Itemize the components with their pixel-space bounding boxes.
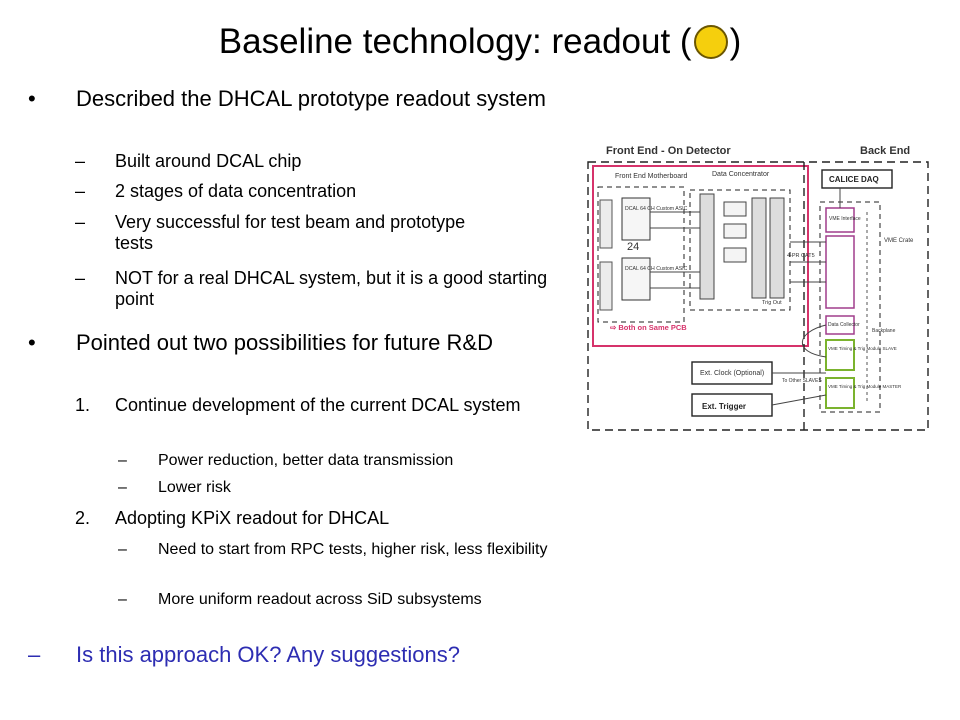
numbered-text: Continue development of the current DCAL… (115, 395, 521, 415)
bullet-marker: • (28, 330, 36, 355)
bullet-text: Pointed out two possibilities for future… (76, 330, 493, 355)
sub-sub-bullet-marker: – (118, 452, 127, 469)
numbered-marker: 1. (75, 395, 91, 415)
sub-bullet: – Very successful for test beam and prot… (75, 212, 465, 253)
sub-sub-bullet: – Lower risk (118, 478, 231, 497)
bullet-text: Described the DHCAL prototype readout sy… (76, 86, 546, 111)
question-marker: – (28, 642, 41, 667)
sub-sub-bullet-marker: – (118, 479, 127, 496)
dcal-chip-1-label: DCAL 64 CH Custom ASIC (625, 206, 688, 212)
sub-bullet-text: Very successful for test beam and protot… (115, 212, 466, 253)
readout-block-diagram: Front End - On Detector Back End Front E… (582, 132, 936, 435)
numbered-marker: 2. (75, 508, 91, 528)
cat5-label: 4-PR CAT5 (787, 253, 815, 259)
sub-bullet-marker: – (75, 212, 86, 232)
question-text: Is this approach OK? Any suggestions? (76, 642, 461, 667)
chip-count: 24 (627, 241, 639, 253)
ext-clock-label: Ext. Clock (Optional) (700, 370, 764, 377)
sub-bullet: – 2 stages of data concentration (75, 181, 356, 202)
title-close-paren: ) (729, 22, 742, 61)
sub-sub-bullet: – Need to start from RPC tests, higher r… (118, 540, 547, 559)
sub-sub-bullet-text: Need to start from RPC tests, higher ris… (158, 541, 548, 558)
diagram-svg: Front End - On Detector Back End Front E… (587, 145, 929, 431)
numbered-text: Adopting KPiX readout for DHCAL (115, 508, 390, 528)
sub-bullet-marker: – (75, 181, 86, 201)
vme-crate-label: VME Crate (884, 238, 914, 244)
both-same-pcb-label: ⇨ Both on Same PCB (610, 323, 687, 332)
sub-bullet-marker: – (75, 268, 86, 288)
sub-bullet-text: Built around DCAL chip (115, 151, 302, 171)
calice-daq-label: CALICE DAQ (829, 175, 879, 184)
slide-title: Baseline technology: readout () (0, 22, 960, 62)
question-line: – Is this approach OK? Any suggestions? (28, 642, 460, 668)
sub-sub-bullet-text: More uniform readout across SiD subsyste… (158, 591, 482, 608)
front-end-label: Front End - On Detector (606, 145, 731, 157)
sub-bullet-text: 2 stages of data concentration (115, 181, 357, 201)
sub-sub-bullet: – More uniform readout across SiD subsys… (118, 590, 482, 609)
sub-bullet: – NOT for a real DHCAL system, but it is… (75, 268, 547, 309)
bullet-marker: • (28, 86, 36, 111)
bullet-2: • Pointed out two possibilities for futu… (28, 330, 493, 356)
ext-trigger-label: Ext. Trigger (702, 402, 746, 411)
motherboard-label: Front End Motherboard (615, 173, 687, 180)
sub-bullet-marker: – (75, 151, 86, 171)
sub-sub-bullet-marker: – (118, 591, 127, 608)
to-other-slaves-label: To Other SLAVES (782, 378, 822, 384)
backplane-label: Backplane (872, 328, 896, 334)
sub-sub-bullet: – Power reduction, better data transmiss… (118, 451, 453, 470)
sub-sub-bullet-text: Lower risk (158, 479, 231, 496)
yellow-dot-icon (693, 25, 728, 59)
back-end-label: Back End (860, 145, 910, 157)
numbered-item-1: 1. Continue development of the current D… (75, 395, 521, 416)
trig-out-label: Trig Out (762, 300, 782, 306)
dcal-chip-2-label: DCAL 64 CH Custom ASIC (625, 266, 688, 272)
timing-master-label: VME Timing & Trig Module MASTER (828, 384, 902, 389)
vme-interface-label: VME Interface (829, 216, 861, 222)
sub-sub-bullet-marker: – (118, 541, 127, 558)
sub-sub-bullet-text: Power reduction, better data transmissio… (158, 452, 454, 469)
sub-bullet: – Built around DCAL chip (75, 151, 301, 172)
sub-bullet-text: NOT for a real DHCAL system, but it is a… (115, 268, 548, 309)
numbered-item-2: 2. Adopting KPiX readout for DHCAL (75, 508, 389, 529)
bullet-1: • Described the DHCAL prototype readout … (28, 86, 546, 112)
timing-slave-label: VME Timing & Trig Module SLAVE (828, 346, 897, 351)
front-end-region (592, 165, 809, 347)
data-concentrator-label: Data Concentrator (712, 171, 770, 178)
data-collector-label: Data Collector (828, 322, 860, 328)
title-text: Baseline technology: readout ( (218, 22, 692, 61)
